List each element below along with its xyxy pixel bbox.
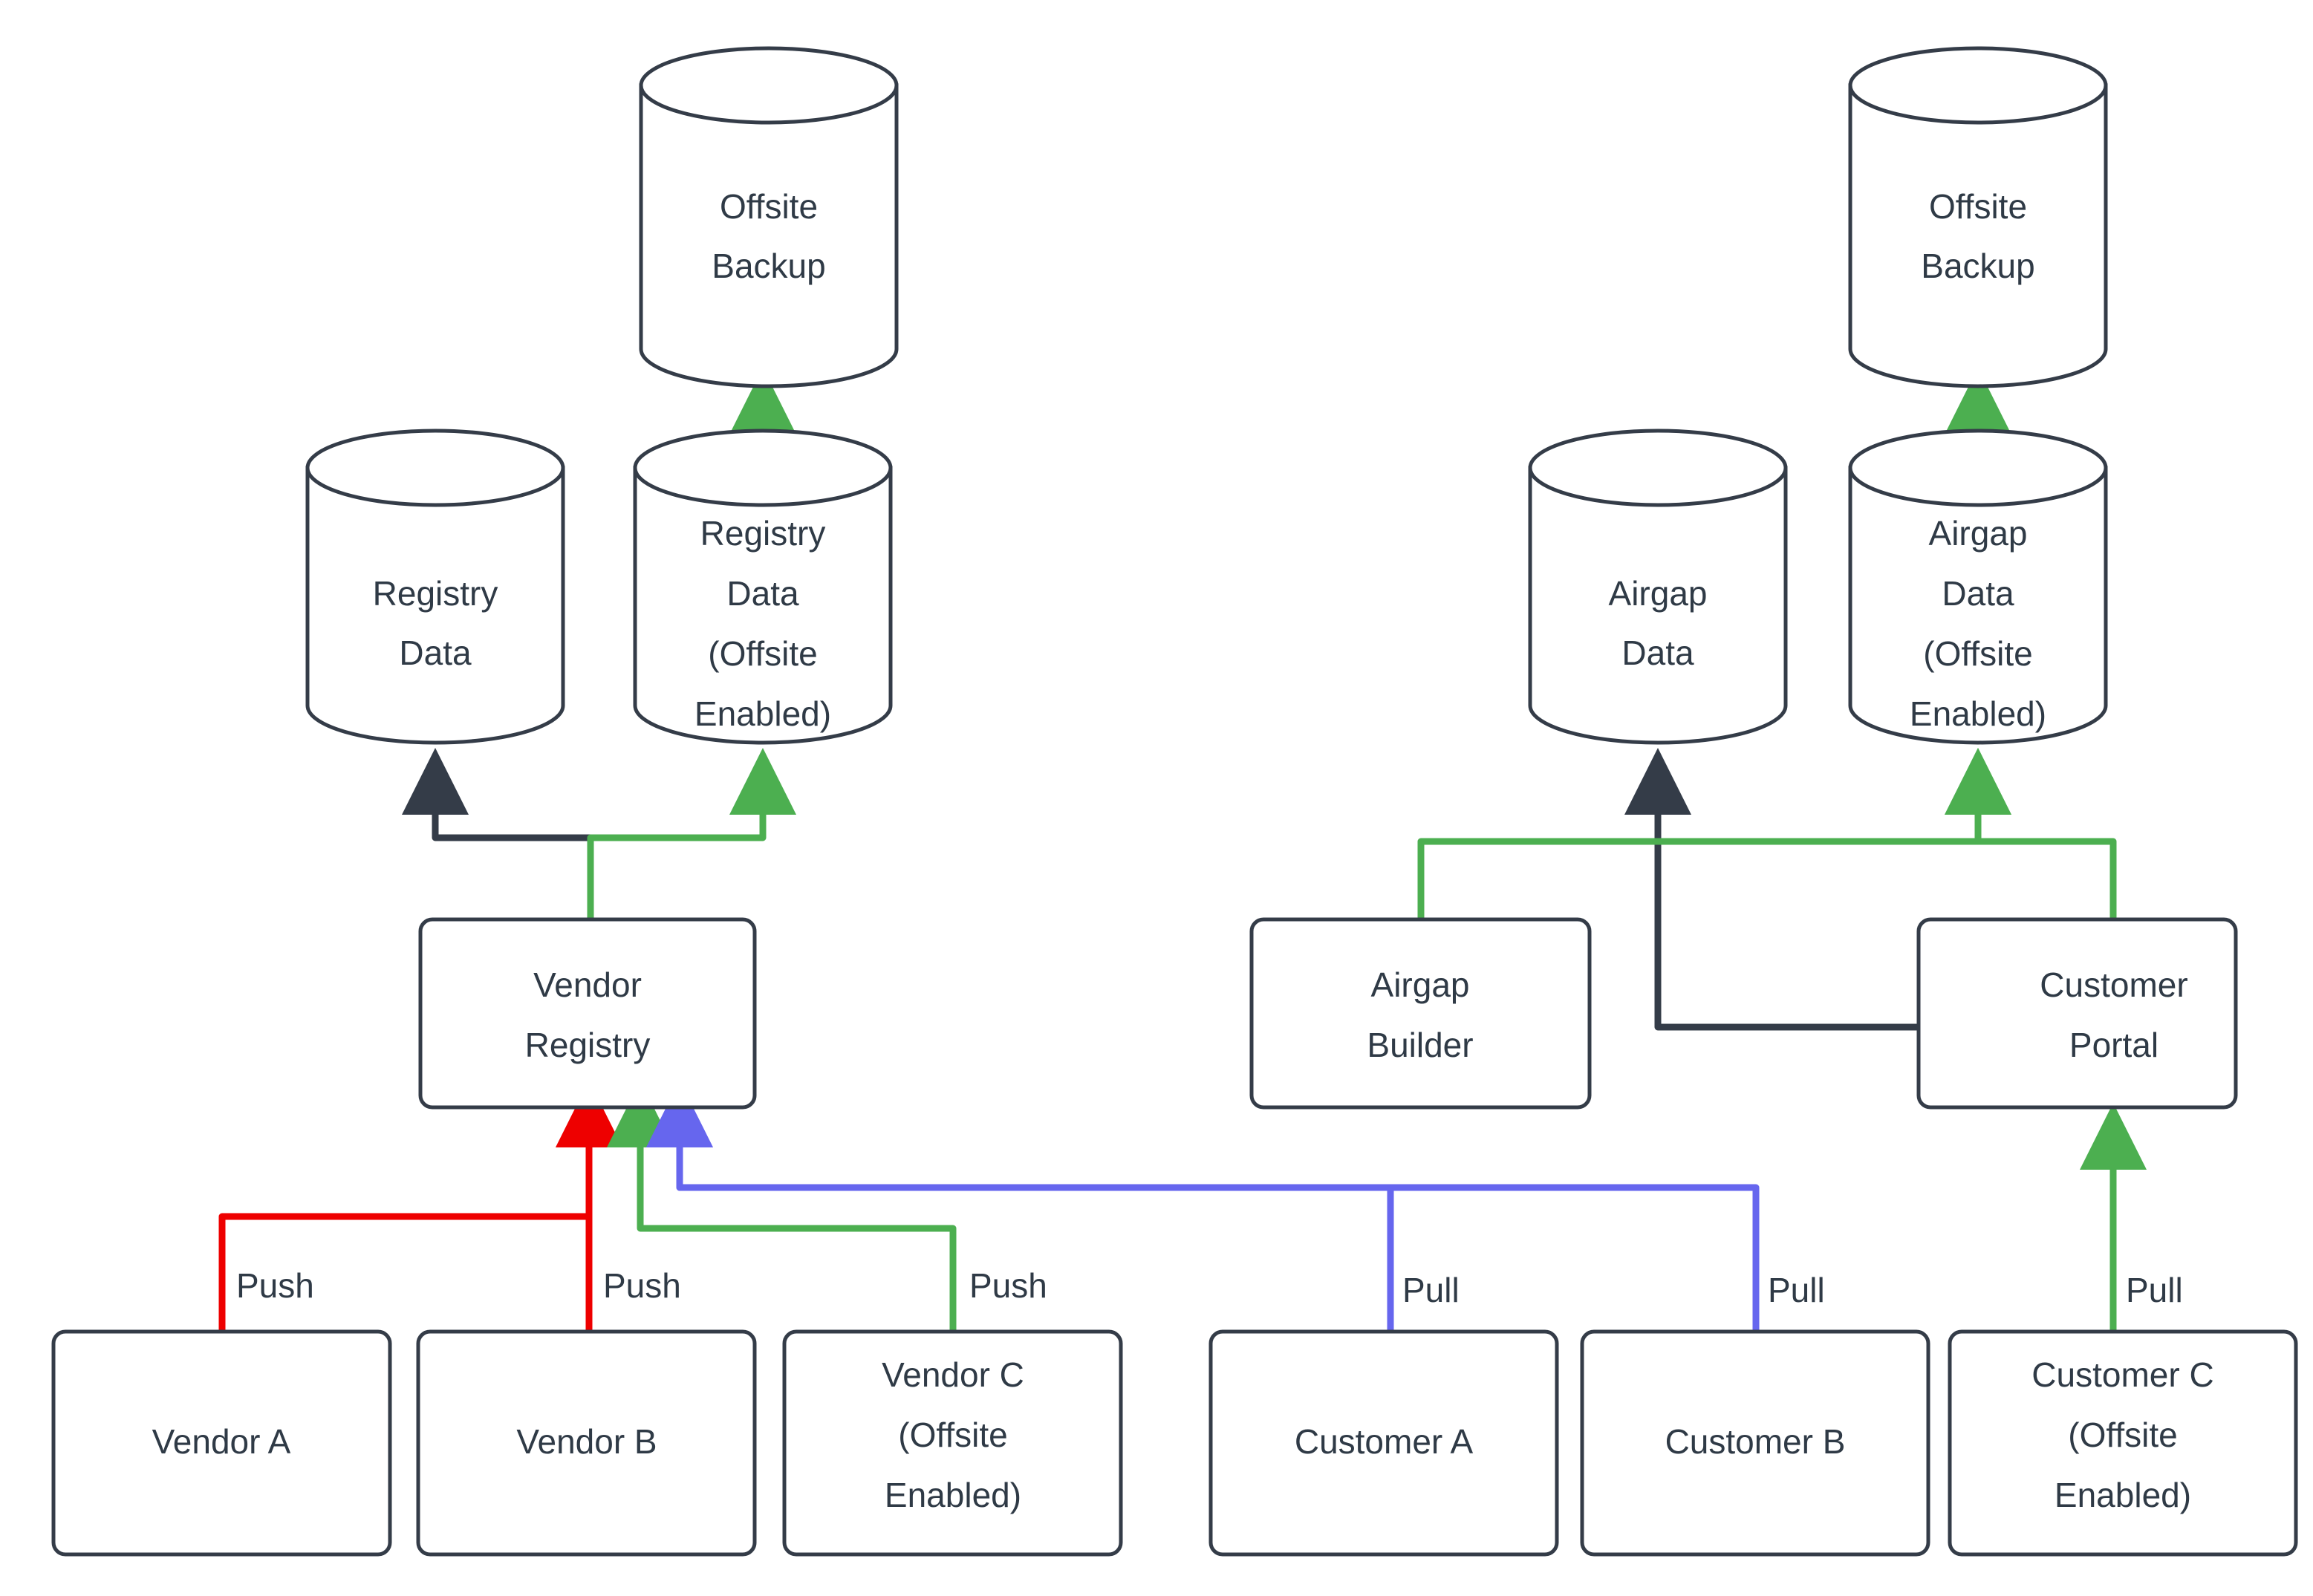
box-vendor-registry-line1: Vendor (533, 965, 642, 1004)
cylinder-registry-data-offsite-line1: Registry (700, 514, 826, 553)
edge-label-pull-a: Pull (1402, 1271, 1460, 1309)
box-vendor-registry[interactable]: Vendor Registry (418, 917, 757, 1110)
cylinder-registry-data: Registry Data (305, 429, 565, 745)
cylinder-registry-data-line2: Data (399, 633, 472, 672)
edge-label-pull-b: Pull (1768, 1271, 1825, 1309)
cylinder-offsite-backup-right-line1: Offsite (1929, 187, 2027, 226)
box-customer-b[interactable]: Customer B (1580, 1329, 1930, 1557)
box-vendor-b[interactable]: Vendor B (416, 1329, 757, 1557)
box-vendor-b-line1: Vendor B (516, 1422, 657, 1461)
edge-label-push-b: Push (603, 1266, 681, 1305)
box-customer-portal-line1: Customer (2040, 965, 2187, 1004)
box-customer-a[interactable]: Customer A (1208, 1329, 1559, 1557)
box-customer-c-line2: (Offsite (2068, 1416, 2177, 1454)
box-vendor-c-line2: (Offsite (898, 1416, 1007, 1454)
box-customer-b-line1: Customer B (1665, 1422, 1846, 1461)
box-customer-c[interactable]: Customer C (Offsite Enabled) (1948, 1329, 2298, 1557)
edge-label-pull-c: Pull (2126, 1271, 2183, 1309)
cylinder-airgap-data-offsite-line1: Airgap (1929, 514, 2028, 553)
box-vendor-c-line1: Vendor C (882, 1355, 1024, 1394)
cylinder-offsite-backup-right-line2: Backup (1921, 247, 2034, 285)
cylinder-airgap-data-line1: Airgap (1609, 574, 1708, 613)
edge-customer-b-pull (646, 1081, 1760, 1337)
box-customer-a-line1: Customer A (1295, 1422, 1474, 1461)
box-airgap-builder-line1: Airgap (1371, 965, 1470, 1004)
cylinder-airgap-data-offsite-line3: (Offsite (1923, 634, 2032, 673)
box-vendor-c-line3: Enabled) (885, 1476, 1021, 1514)
cylinder-offsite-backup-left-line1: Offsite (720, 187, 818, 226)
edge-customer-portal-to-airgap-data (1624, 748, 1922, 1031)
box-airgap-builder[interactable]: Airgap Builder (1249, 917, 1592, 1110)
cylinder-registry-data-offsite-line3: (Offsite (708, 634, 817, 673)
box-vendor-registry-line2: Registry (525, 1026, 651, 1064)
box-customer-c-line3: Enabled) (2055, 1476, 2191, 1514)
cylinder-airgap-data-offsite-line4: Enabled) (1910, 694, 2046, 733)
box-customer-portal[interactable]: Customer Portal (1916, 917, 2238, 1110)
box-customer-c-line1: Customer C (2031, 1355, 2213, 1394)
box-vendor-c[interactable]: Vendor C (Offsite Enabled) (782, 1329, 1123, 1557)
cylinder-airgap-data-offsite-line2: Data (1942, 574, 2014, 613)
box-customer-portal-line2: Portal (2069, 1026, 2159, 1064)
box-airgap-builder-line2: Builder (1367, 1026, 1473, 1064)
edge-vendor-registry-to-registry-data-offsite (587, 748, 796, 921)
cylinder-registry-data-offsite-line4: Enabled) (694, 694, 831, 733)
edge-customer-portal-to-airgap-data-offsite (1945, 748, 2117, 921)
edge-label-push-a: Push (236, 1266, 314, 1305)
edge-airgap-builder-to-airgap-data-offsite (1417, 748, 2011, 921)
edge-vendor-registry-to-registry-data (402, 748, 594, 921)
cylinder-offsite-backup-right: Offsite Backup (1848, 46, 2108, 388)
cylinder-offsite-backup-left: Offsite Backup (639, 46, 899, 388)
cylinder-offsite-backup-left-line2: Backup (712, 247, 825, 285)
cylinder-registry-data-offsite-line2: Data (726, 574, 799, 613)
cylinder-airgap-data: Airgap Data (1528, 429, 1788, 745)
cylinder-airgap-data-offsite: Airgap Data (Offsite Enabled) (1848, 429, 2108, 745)
box-vendor-a-line1: Vendor A (152, 1422, 291, 1461)
edge-label-push-c: Push (969, 1266, 1047, 1305)
box-vendor-a[interactable]: Vendor A (51, 1329, 392, 1557)
cylinder-airgap-data-line2: Data (1621, 633, 1694, 672)
edge-vendor-c-push (607, 1081, 957, 1337)
cylinder-registry-data-line1: Registry (373, 574, 498, 613)
cylinder-registry-data-offsite: Registry Data (Offsite Enabled) (633, 429, 893, 745)
